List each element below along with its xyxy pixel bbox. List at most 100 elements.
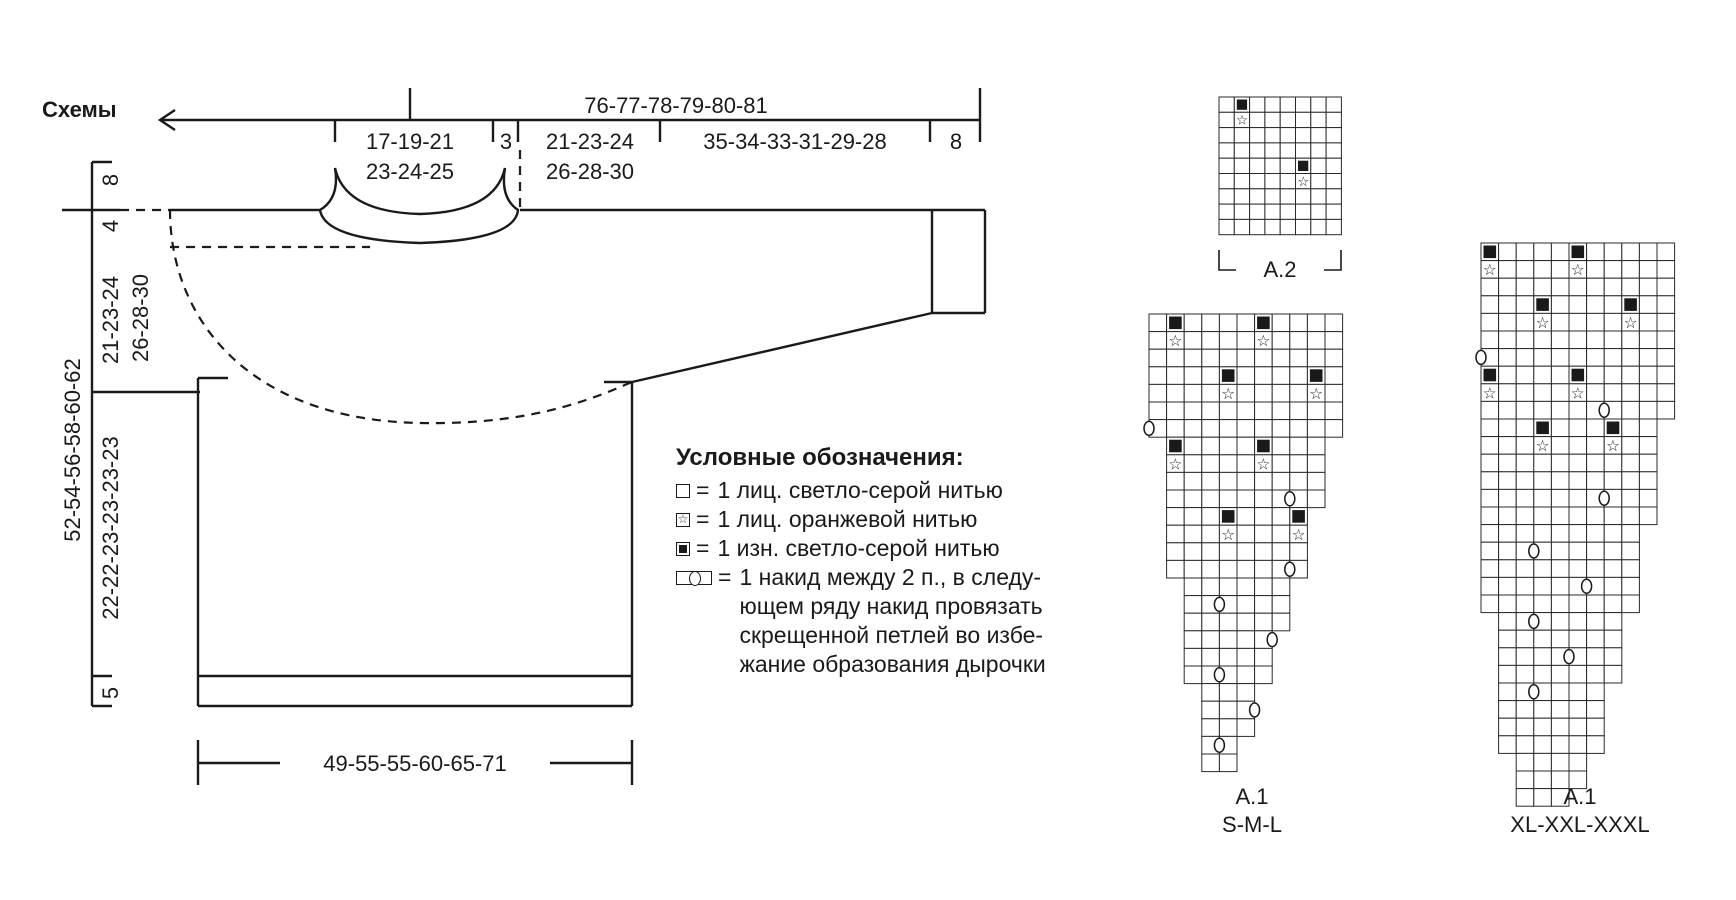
grid-cell: [1498, 488, 1517, 508]
grid-cell: [1550, 506, 1570, 526]
legend-title: Условные обозначения:: [676, 444, 964, 471]
grid-cell: [1498, 700, 1517, 719]
orange-stitch-mark: ☆: [1292, 527, 1306, 544]
grid-cell: [1289, 436, 1308, 456]
grid-cell: [1295, 142, 1312, 159]
grid-cell: [1568, 506, 1588, 526]
grid-cell: [1201, 471, 1220, 491]
grid-cell: [1480, 506, 1500, 526]
neck-gap-label: 3: [500, 129, 512, 154]
grid-cell: [1254, 542, 1273, 561]
orange-stitch-mark: ☆: [1236, 113, 1248, 128]
grid-cell: [1550, 277, 1570, 297]
grid-cell: [1550, 559, 1570, 578]
grid-cell: [1166, 419, 1185, 438]
grid-cell: [1325, 203, 1342, 220]
grid-cell: [1254, 489, 1273, 509]
grid-cell: [1249, 157, 1266, 174]
total-width-label: 76-77-78-79-80-81: [584, 93, 767, 118]
grid-cell: [1264, 203, 1281, 220]
grid-cell: [1183, 524, 1203, 544]
chart-a1-large-sizes: XL-XXL-XXXL: [1510, 812, 1649, 837]
grid-cell: [1236, 559, 1256, 579]
orange-stitch-mark: ☆: [1297, 174, 1309, 189]
grid-cell: [1254, 383, 1273, 403]
grid-cell: [1183, 471, 1203, 491]
grid-cell: [1568, 488, 1588, 508]
grid-cell: [1166, 471, 1185, 491]
grid-cell: [1236, 718, 1256, 737]
grid-cell: [1310, 142, 1327, 159]
grid-cell: [1568, 400, 1588, 420]
grid-cell: [1586, 612, 1605, 631]
grid-cell: [1498, 312, 1517, 332]
shoulder-label-1: 21-23-24: [546, 129, 634, 154]
grid-cell: [1621, 488, 1640, 508]
grid-cell: [1586, 277, 1605, 297]
grid-cell: [1271, 542, 1291, 561]
grid-cell: [1550, 242, 1570, 262]
grid-cell: [1638, 295, 1658, 314]
yarn-over-mark: [1580, 578, 1593, 594]
orange-stitch-mark: ☆: [1256, 333, 1270, 350]
grid-cell: [1603, 647, 1623, 666]
grid-cell: [1148, 331, 1168, 350]
grid-cell: [1550, 524, 1570, 543]
grid-cell: [1656, 330, 1676, 350]
yarn-over-mark: [1598, 490, 1610, 506]
grid-cell: [1586, 312, 1605, 332]
grid-cell: [1279, 142, 1296, 159]
grid-cell: [1279, 111, 1296, 129]
grid-cell: [1621, 541, 1640, 561]
grid-cell: [1515, 312, 1535, 332]
grid-cell: [1183, 507, 1203, 526]
grid-cell: [1218, 436, 1238, 456]
grid-cell: [1515, 524, 1535, 543]
grid-cell: [1498, 647, 1517, 666]
grid-cell: [1324, 383, 1344, 403]
legend-item-knit-light: = 1 лиц. светло-серой нитью: [676, 476, 1136, 505]
legend-text: 1 накид между 2 п., в следу- ющем ряду н…: [739, 564, 1046, 677]
grid-cell: [1550, 365, 1570, 385]
grid-cell: [1218, 647, 1238, 667]
grid-cell: [1271, 471, 1291, 491]
grid-cell: [1254, 577, 1273, 597]
grid-cell: [1603, 612, 1623, 631]
grid-cell: [1249, 142, 1266, 159]
grid-cell: [1271, 524, 1291, 544]
grid-cell: [1264, 127, 1281, 144]
grid-cell: [1183, 559, 1203, 579]
grid-cell: [1533, 383, 1552, 402]
grid-cell: [1568, 700, 1588, 719]
grid-cell: [1201, 401, 1220, 421]
grid-cell: [1271, 348, 1291, 368]
grid-cell: [1568, 594, 1588, 614]
grid-cell: [1310, 173, 1327, 190]
grid-cell: [1249, 188, 1266, 205]
top-height-label: 8: [98, 174, 123, 186]
grid-cell: [1148, 383, 1168, 403]
grid-cell: [1295, 188, 1312, 205]
grid-cell: [1254, 665, 1273, 685]
grid-cell: [1550, 312, 1570, 332]
grid-cell: [1201, 700, 1220, 720]
star-square-icon: ☆: [676, 511, 690, 527]
purl-stitch-mark: [1298, 160, 1309, 171]
yarn-over-icon: [676, 570, 712, 586]
grid-cell: [1550, 576, 1570, 596]
grid-cell: [1550, 735, 1570, 754]
grid-cell: [1236, 647, 1256, 667]
grid-cell: [1621, 242, 1640, 262]
grid-cell: [1603, 471, 1623, 490]
grid-cell: [1568, 348, 1588, 367]
grid-cell: [1515, 418, 1535, 438]
grid-cell: [1480, 330, 1500, 350]
grid-cell: [1603, 295, 1623, 314]
grid-cell: [1201, 489, 1220, 509]
grid-cell: [1271, 331, 1291, 350]
grid-cell: [1236, 419, 1256, 438]
grid-cell: [1515, 453, 1535, 473]
yarn-over-mark: [1248, 702, 1261, 718]
grid-cell: [1166, 507, 1185, 526]
grid-cell: [1586, 682, 1605, 702]
